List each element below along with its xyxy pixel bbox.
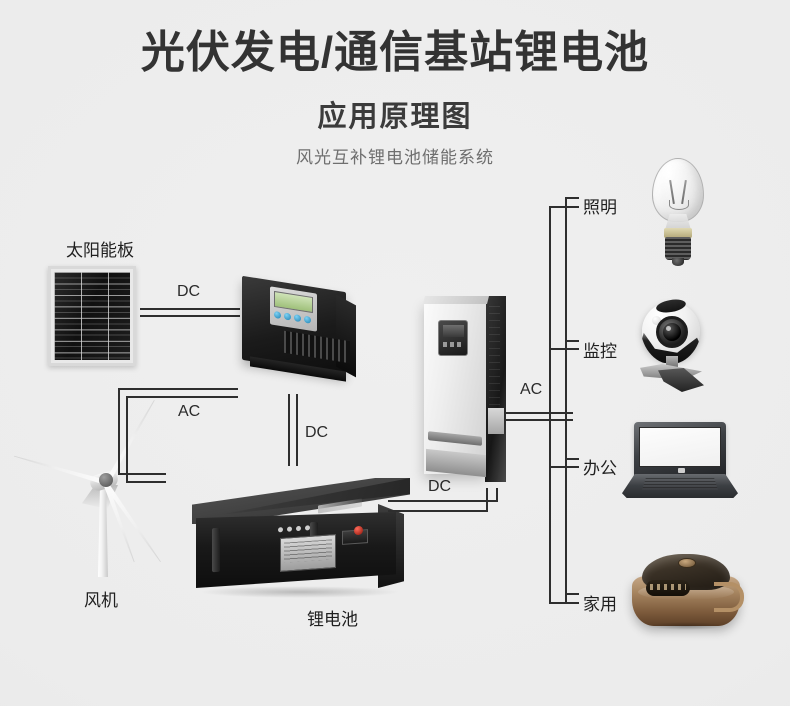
bus-conductor-inner (565, 197, 567, 602)
wind-turbine-icon (20, 425, 200, 590)
solar-panel-label: 太阳能板 (66, 241, 134, 260)
laptop-screen (639, 427, 721, 467)
branch-household-line1 (549, 602, 579, 604)
wind-turbine-label: 风机 (84, 591, 118, 610)
wire-wind-ac-outer-v (118, 388, 120, 475)
wire-controller-dc-positive (288, 394, 290, 466)
page-subtitle: 应用原理图 (317, 101, 473, 133)
wire-battery-dc-top-riser (496, 488, 498, 502)
rice-cooker-icon (628, 552, 744, 632)
wire-wind-ac-outer-top (118, 388, 238, 390)
controller-side (336, 294, 356, 378)
branch-office-line1 (549, 466, 579, 468)
webcam-lens-ring (656, 316, 688, 348)
solar-controller-icon (236, 275, 361, 386)
lithium-battery-label: 锂电池 (307, 610, 358, 629)
controller-lcd-screen (274, 290, 313, 314)
bus-conductor-outer (549, 206, 551, 602)
laptop-keyboard (642, 478, 718, 490)
page-description: 风光互补锂电池储能系统 (296, 148, 494, 167)
cooker-shadow (646, 622, 726, 630)
webcam-stem (666, 356, 678, 368)
controller-button-3 (294, 314, 301, 323)
cooker-steam-vent (678, 558, 696, 568)
wire-battery-dc-top (388, 500, 498, 502)
battery-terminal-panel (280, 534, 336, 572)
wire-label-wind-ac: AC (178, 403, 201, 420)
wire-wind-ac-outer-h (118, 473, 166, 475)
controller-button-2 (284, 312, 291, 321)
wire-inverter-ac-line1 (505, 412, 573, 414)
inverter-display-icon (438, 320, 468, 356)
page-title: 光伏发电/通信基站锂电池 (140, 28, 650, 77)
load-label-office: 办公 (583, 459, 617, 478)
wire-label-solar-dc: DC (177, 283, 201, 300)
load-label-lighting: 照明 (583, 198, 617, 217)
inverter-top-edge (423, 296, 489, 304)
wire-battery-dc-bottom-riser (486, 488, 488, 512)
laptop-lid (634, 422, 726, 476)
cooker-handle (714, 582, 744, 612)
wire-inverter-ac-line2 (505, 419, 573, 421)
wire-label-inverter-ac: AC (520, 381, 543, 398)
turbine-mast (98, 485, 108, 577)
wire-solar-dc-negative (140, 315, 240, 317)
branch-lighting-line1 (549, 206, 579, 208)
light-bulb-icon (636, 158, 720, 270)
controller-button-4 (304, 315, 311, 324)
controller-buttons (274, 310, 313, 326)
wire-wind-ac-inner-h (126, 481, 166, 483)
bulb-contact-tip (672, 258, 684, 266)
battery-handle-left (212, 527, 220, 573)
inverter-side-panel (485, 296, 506, 482)
wire-wind-ac-inner-top (126, 396, 238, 398)
wire-wind-ac-inner-v (126, 396, 128, 483)
branch-surveillance-line2 (565, 340, 579, 342)
bulb-screw-base (665, 237, 691, 260)
load-label-household: 家用 (583, 595, 617, 614)
webcam-icon (630, 297, 730, 394)
wire-controller-dc-negative (296, 394, 298, 466)
bulb-neck (665, 214, 691, 230)
load-label-surveillance: 监控 (583, 342, 617, 361)
controller-button-1 (274, 310, 281, 320)
branch-surveillance-line1 (549, 348, 579, 350)
bulb-cement (664, 228, 692, 238)
webcam-indicator-led (652, 316, 661, 325)
laptop-icon (622, 422, 738, 500)
branch-household-line2 (565, 593, 579, 595)
lithium-battery-icon (192, 478, 410, 598)
wire-battery-dc-bottom (388, 510, 488, 512)
branch-office-line2 (565, 458, 579, 460)
wire-solar-dc-positive (140, 308, 240, 310)
cooker-control-panel (646, 580, 690, 596)
turbine-hub (99, 473, 113, 487)
laptop-logo (678, 468, 685, 473)
inverter-nameplate (488, 408, 504, 434)
battery-shadow (200, 586, 400, 598)
bulb-filament (666, 180, 690, 214)
solar-panel-cells (54, 272, 130, 360)
webcam-lens (663, 323, 681, 341)
controller-faceplate (270, 286, 317, 332)
wire-label-battery-dc: DC (428, 478, 452, 495)
wire-label-controller-dc: DC (305, 424, 329, 441)
inverter-icon (423, 296, 510, 488)
solar-panel-icon (48, 266, 136, 366)
branch-lighting-line2 (565, 197, 579, 199)
